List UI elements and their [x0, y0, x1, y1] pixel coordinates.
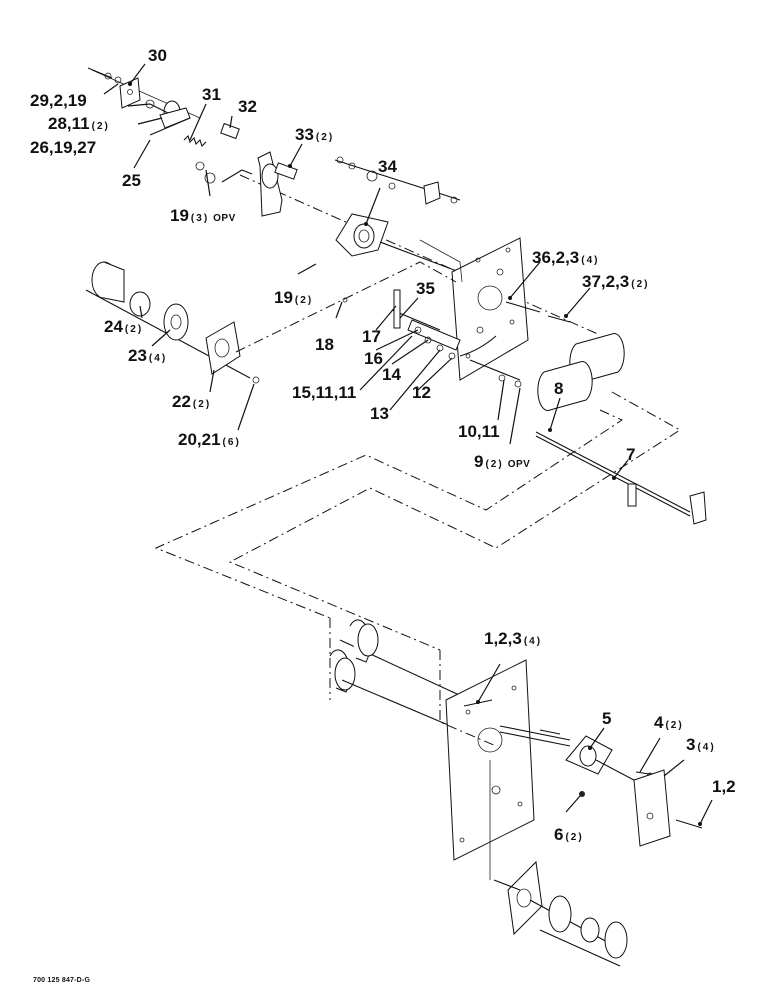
label-part-1-2: 1,2: [712, 777, 736, 796]
label-part-5: 5: [602, 709, 612, 728]
label-part-32: 32: [238, 97, 257, 116]
label-part-25: 25: [122, 171, 141, 190]
label-part-29: 29,2,19: [30, 91, 87, 110]
label-part-19: 19(2): [274, 288, 314, 307]
label-part-10: 10,11: [458, 422, 500, 441]
label-part-18: 18: [315, 335, 334, 354]
label-part-6: 6(2): [554, 825, 584, 844]
label-part-34: 34: [378, 157, 397, 176]
label-part-26: 26,19,27: [30, 138, 97, 157]
arrowheads: [128, 82, 702, 826]
label-part-36: 36,2,3(4): [532, 248, 600, 267]
label-part-8: 8: [554, 379, 564, 398]
label-part-16: 16: [364, 349, 383, 368]
label-part-24: 24(2): [104, 317, 144, 336]
label-part-35: 35: [416, 279, 435, 298]
label-part-31: 31: [202, 85, 221, 104]
label-part-12: 12: [412, 383, 431, 402]
label-part-3: 3(4): [686, 735, 716, 754]
label-part-17: 17: [362, 327, 381, 346]
label-part-4: 4(2): [654, 713, 684, 732]
label-part-15: 15,11,11: [292, 383, 357, 402]
label-part-33: 33(2): [295, 125, 335, 144]
label-part-28: 28,11(2): [48, 114, 110, 133]
drawing-code: 700 125 847-D-G: [33, 977, 91, 984]
label-part-7: 7: [626, 445, 636, 464]
label-part-23: 23(4): [128, 346, 168, 365]
label-part-20: 20,21(6): [178, 430, 241, 449]
label-part-1-2-3: 1,2,3(4): [484, 629, 543, 648]
label-part-30: 30: [148, 46, 167, 65]
label-part-19-opv: 19(3)OPV: [170, 206, 236, 225]
label-part-22: 22(2): [172, 392, 212, 411]
label-part-14: 14: [382, 365, 401, 384]
label-part-37: 37,2,3(2): [582, 272, 650, 291]
label-part-13: 13: [370, 404, 389, 423]
label-part-9-opv: 9(2)OPV: [474, 452, 531, 471]
